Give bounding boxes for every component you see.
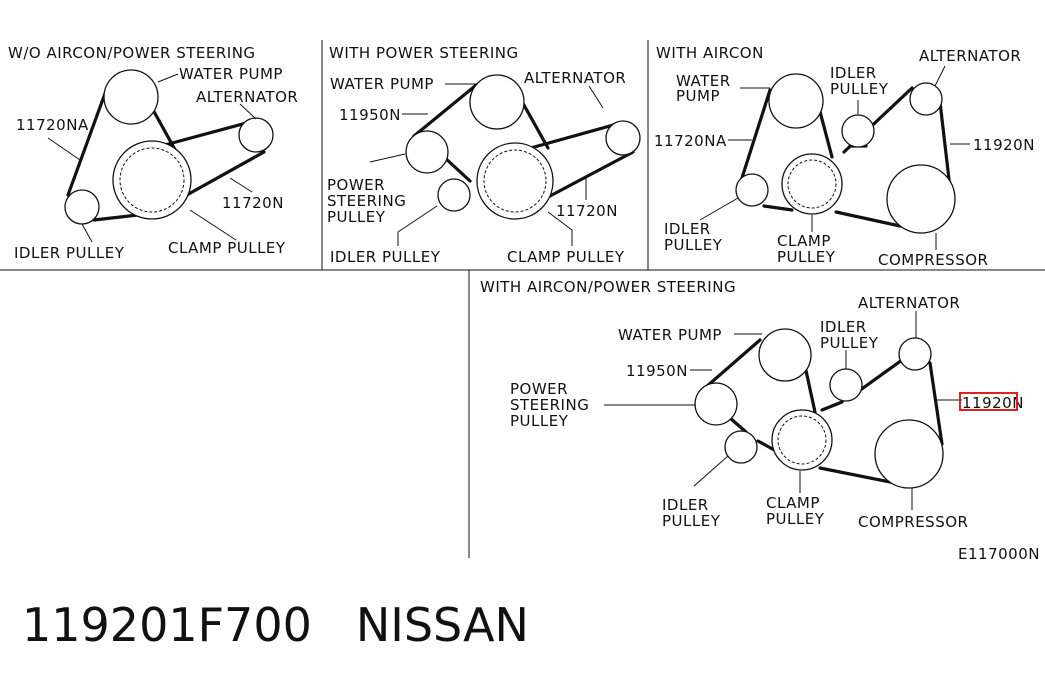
label-idler-top-line2: PULLEY bbox=[820, 334, 879, 352]
alternator-pulley bbox=[898, 337, 932, 371]
label-belt-11920n[interactable]: 11920N bbox=[962, 394, 1024, 412]
label-power-steering-line2: STEERING bbox=[327, 192, 406, 210]
label-idler-bottom-line2: PULLEY bbox=[664, 236, 723, 254]
label-belt-11720na: 11720NA bbox=[654, 132, 727, 150]
power-steering-pulley bbox=[405, 130, 449, 174]
label-idler-top-line1: IDLER bbox=[830, 64, 877, 82]
alternator-pulley bbox=[605, 120, 641, 156]
label-belt-11950n: 11950N bbox=[339, 106, 401, 124]
label-idler-bottom-line1: IDLER bbox=[664, 220, 711, 238]
idler-pulley bbox=[437, 178, 471, 212]
part-caption: 119201F700 NISSAN bbox=[22, 598, 529, 652]
label-belt-11920n: 11920N bbox=[973, 136, 1035, 154]
water-pump-pulley bbox=[758, 328, 812, 382]
label-water-pump: WATER PUMP bbox=[179, 65, 283, 83]
label-belt-11950n: 11950N bbox=[626, 362, 688, 380]
panel-aircon-power-steering: WITH AIRCON/POWER STEERING ALTE bbox=[480, 278, 1024, 531]
label-clamp-pulley: CLAMP PULLEY bbox=[168, 239, 286, 257]
label-alternator: ALTERNATOR bbox=[919, 47, 1021, 65]
manufacturer: NISSAN bbox=[355, 598, 529, 652]
label-power-steering-line2: STEERING bbox=[510, 396, 589, 414]
panel-title: W/O AIRCON/POWER STEERING bbox=[8, 44, 256, 62]
clamp-pulley bbox=[781, 153, 843, 215]
label-idler-pulley: IDLER PULLEY bbox=[14, 244, 125, 262]
label-belt-11720na: 11720NA bbox=[16, 116, 89, 134]
label-water-pump-line2: PUMP bbox=[676, 87, 720, 105]
panel-dividers bbox=[0, 40, 1045, 558]
alternator-pulley bbox=[909, 82, 943, 116]
label-clamp-line1: CLAMP bbox=[766, 494, 820, 512]
label-water-pump: WATER PUMP bbox=[330, 75, 434, 93]
idler-pulley-bottom bbox=[724, 430, 758, 464]
compressor-pulley bbox=[874, 419, 944, 489]
label-compressor: COMPRESSOR bbox=[878, 251, 988, 269]
water-pump-pulley bbox=[768, 73, 824, 129]
label-power-steering-line3: PULLEY bbox=[327, 208, 386, 226]
clamp-pulley bbox=[476, 142, 554, 220]
idler-pulley-top bbox=[841, 114, 875, 148]
label-compressor: COMPRESSOR bbox=[858, 513, 968, 531]
label-clamp-pulley: CLAMP PULLEY bbox=[507, 248, 625, 266]
highlight-box-11920n bbox=[959, 392, 1018, 411]
label-water-pump: WATER PUMP bbox=[618, 326, 722, 344]
label-idler-top-line2: PULLEY bbox=[830, 80, 889, 98]
label-water-pump-line1: WATER bbox=[676, 72, 731, 90]
label-idler-top-line1: IDLER bbox=[820, 318, 867, 336]
panel-title: WITH AIRCON/POWER STEERING bbox=[480, 278, 736, 296]
alternator-pulley bbox=[238, 117, 274, 153]
idler-pulley bbox=[64, 189, 100, 225]
idler-pulley-top bbox=[829, 368, 863, 402]
label-alternator: ALTERNATOR bbox=[196, 88, 298, 106]
belt-11950n bbox=[412, 84, 550, 183]
label-idler-bottom-line2: PULLEY bbox=[662, 512, 721, 530]
clamp-pulley bbox=[112, 140, 192, 220]
compressor-pulley bbox=[886, 164, 956, 234]
label-alternator: ALTERNATOR bbox=[524, 69, 626, 87]
belt-11720n bbox=[518, 122, 635, 198]
figure-code: E117000N bbox=[958, 545, 1040, 563]
label-power-steering-line3: PULLEY bbox=[510, 412, 569, 430]
panel-power-steering: WITH POWER STEERING WATER PUMP ALTERNATO… bbox=[327, 44, 641, 266]
panel-title: WITH AIRCON bbox=[656, 44, 764, 62]
label-belt-11720n: 11720N bbox=[556, 202, 618, 220]
panel-no-aircon-power-steering: W/O AIRCON/POWER STEERING WATER PUMP ALT… bbox=[8, 44, 298, 262]
panel-aircon: WITH AIRCON WATER PUMP IDLER PULLEY bbox=[654, 44, 1035, 269]
idler-pulley-bottom bbox=[735, 173, 769, 207]
label-clamp-line2: PULLEY bbox=[766, 510, 825, 528]
part-number: 119201F700 bbox=[22, 598, 312, 652]
label-clamp-line2: PULLEY bbox=[777, 248, 836, 266]
clamp-pulley bbox=[771, 409, 833, 471]
label-alternator: ALTERNATOR bbox=[858, 294, 960, 312]
power-steering-pulley bbox=[694, 382, 738, 426]
water-pump-pulley bbox=[469, 74, 525, 130]
water-pump-pulley bbox=[103, 69, 159, 125]
label-power-steering-line1: POWER bbox=[510, 380, 568, 398]
label-power-steering-line1: POWER bbox=[327, 176, 385, 194]
label-belt-11720n: 11720N bbox=[222, 194, 284, 212]
label-idler-pulley: IDLER PULLEY bbox=[330, 248, 441, 266]
label-clamp-line1: CLAMP bbox=[777, 232, 831, 250]
label-idler-bottom-line1: IDLER bbox=[662, 496, 709, 514]
panel-title: WITH POWER STEERING bbox=[329, 44, 519, 62]
